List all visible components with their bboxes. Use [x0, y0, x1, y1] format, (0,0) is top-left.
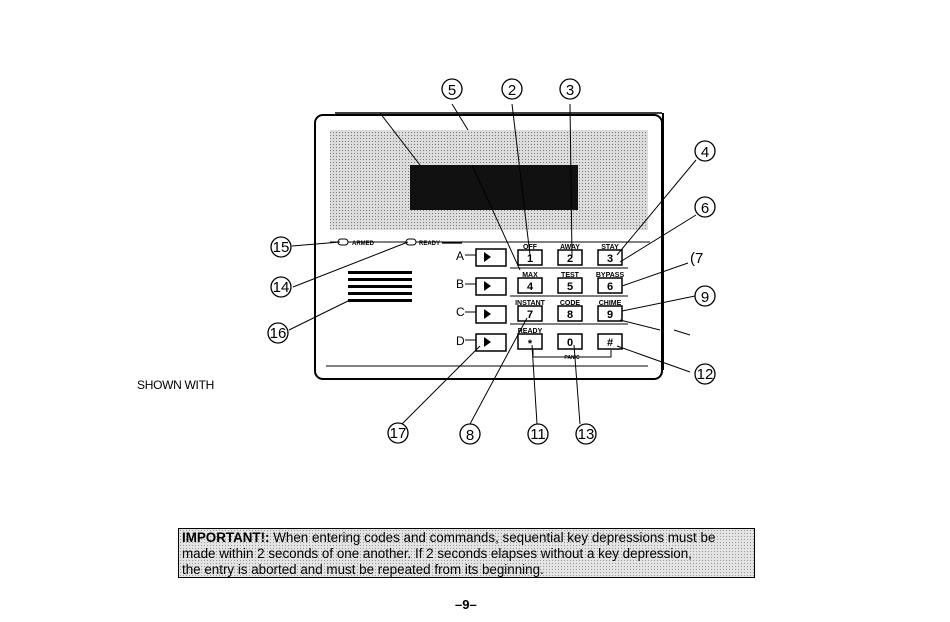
- callout-15: 15: [270, 236, 292, 258]
- key-3[interactable]: [597, 249, 623, 266]
- svg-text:3: 3: [566, 82, 574, 99]
- key-top-label: INSTANT: [515, 300, 546, 307]
- shown-with-caption: SHOWN WITH: [137, 378, 214, 392]
- svg-text:4: 4: [701, 144, 709, 161]
- side-key-c[interactable]: C: [456, 305, 507, 324]
- callout-17: 17: [387, 422, 409, 444]
- side-key-label: A: [456, 249, 464, 263]
- lcd-screen: [410, 165, 578, 210]
- panic-label: PANIC: [564, 355, 580, 361]
- key-top-label: MAX: [522, 272, 538, 279]
- key-face-label: 4: [527, 281, 534, 293]
- callout-7: (7: [690, 250, 703, 267]
- key-face-label: *: [528, 338, 533, 350]
- key-1[interactable]: [517, 249, 543, 266]
- important-notice: IMPORTANT!: When entering codes and comm…: [178, 528, 755, 578]
- callout-6: 6: [694, 196, 716, 218]
- key-face-label: #: [607, 337, 613, 349]
- callout-14: 14: [270, 276, 292, 298]
- leader-lines: [288, 103, 697, 425]
- key-face-label: 1: [527, 253, 533, 265]
- key-face-label: 8: [567, 309, 573, 321]
- svg-text:12: 12: [697, 366, 714, 383]
- svg-text:13: 13: [578, 426, 595, 443]
- key-8[interactable]: [557, 305, 583, 322]
- key-top-label: CODE: [560, 300, 581, 307]
- key-pound[interactable]: [597, 333, 623, 350]
- page-number: –9–: [455, 597, 477, 612]
- speaker-grille: [348, 271, 412, 302]
- notice-line-1-text: When entering codes and commands, sequen…: [269, 530, 716, 545]
- svg-text:11: 11: [530, 426, 546, 443]
- svg-text:15: 15: [273, 239, 290, 256]
- key-face-label: 0: [567, 337, 573, 349]
- ready-led: [405, 238, 417, 246]
- ready-indicator-label: READY: [419, 241, 440, 247]
- svg-text:5: 5: [448, 82, 456, 99]
- side-key-d[interactable]: D: [456, 333, 507, 352]
- key-face-label: 2: [567, 253, 573, 265]
- callout-3: 3: [559, 78, 581, 100]
- svg-text:9: 9: [701, 289, 709, 306]
- key-9[interactable]: [597, 305, 623, 322]
- side-key-label: D: [456, 334, 465, 348]
- svg-text:16: 16: [270, 325, 287, 342]
- key-top-label: TEST: [561, 272, 580, 279]
- key-face-label: 9: [607, 309, 613, 321]
- callout-13: 13: [575, 423, 597, 445]
- key-face-label: 6: [607, 281, 613, 293]
- side-key-label: C: [456, 305, 465, 319]
- svg-text:14: 14: [273, 279, 290, 296]
- key-4[interactable]: [517, 277, 543, 294]
- side-keys: A B C D: [456, 248, 507, 352]
- notice-line-1: IMPORTANT!: When entering codes and comm…: [182, 530, 751, 546]
- notice-lead: IMPORTANT!:: [182, 530, 270, 545]
- key-face-label: 5: [567, 281, 573, 293]
- key-top-label: BYPASS: [596, 272, 625, 279]
- key-face-label: 3: [607, 253, 613, 265]
- key-top-label: OFF: [523, 244, 538, 251]
- svg-text:(7: (7: [690, 250, 703, 267]
- callout-11: 11: [527, 423, 549, 445]
- callout-16: 16: [267, 322, 289, 344]
- key-top-label: READY: [518, 328, 543, 335]
- side-key-b[interactable]: B: [456, 277, 507, 296]
- callout-5: 5: [441, 78, 463, 100]
- callout-12: 12: [694, 363, 716, 385]
- notice-line-2: made within 2 seconds of one another. If…: [182, 546, 692, 561]
- side-key-a[interactable]: A: [456, 248, 507, 267]
- key-7[interactable]: [517, 305, 543, 322]
- key-top-label: AWAY: [560, 244, 580, 251]
- callout-9: 9: [694, 285, 716, 307]
- numeric-keypad: OFF 1 AWAY 2 STAY 3 MAX 4 TEST 5 BYPASS …: [510, 244, 628, 361]
- key-2[interactable]: [557, 249, 583, 266]
- armed-label: ARMED: [352, 241, 375, 247]
- key-0[interactable]: [557, 333, 583, 350]
- svg-text:6: 6: [701, 200, 709, 217]
- key-top-label: STAY: [601, 244, 619, 251]
- notice-line-3: the entry is aborted and must be repeate…: [182, 562, 544, 577]
- key-star[interactable]: [517, 333, 543, 350]
- callout-8: 8: [459, 423, 481, 445]
- side-key-label: B: [456, 277, 464, 291]
- key-top-label: CHIME: [599, 300, 622, 307]
- key-face-label: 7: [527, 309, 533, 321]
- svg-text:2: 2: [508, 82, 516, 99]
- svg-text:17: 17: [390, 425, 407, 442]
- key-5[interactable]: [557, 277, 583, 294]
- svg-text:8: 8: [466, 427, 474, 444]
- callout-4: 4: [694, 140, 716, 162]
- callout-2: 2: [501, 78, 523, 100]
